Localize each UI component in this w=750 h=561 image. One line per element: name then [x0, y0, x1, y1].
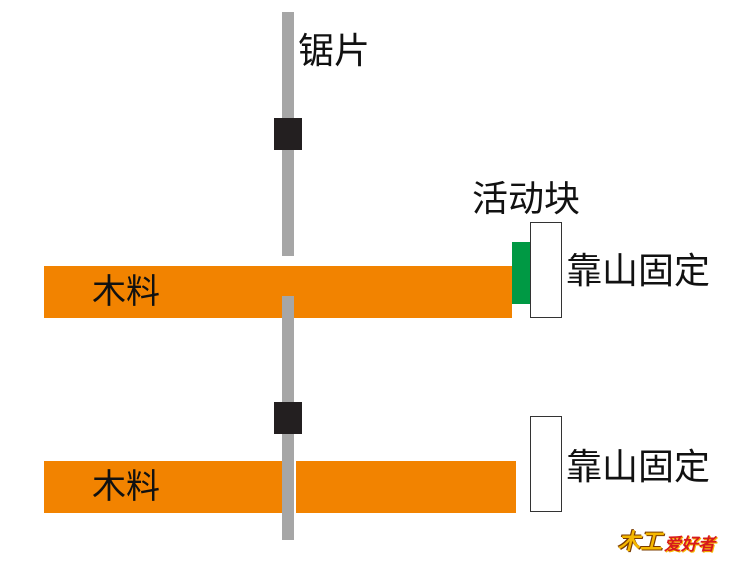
fence-label-top: 靠山固定 — [566, 251, 711, 292]
saw-arbor-bottom — [274, 402, 302, 434]
logo: 木工 爱好者 — [618, 522, 744, 556]
wood-board-bottom-right — [296, 461, 516, 513]
fence-stop-bottom — [530, 416, 562, 512]
wood-board-top — [44, 266, 512, 318]
logo-text: 爱好者 — [664, 535, 715, 555]
fence-stop-top — [530, 222, 562, 318]
sliding-block — [512, 242, 531, 304]
wood-label-top: 木料 — [92, 272, 160, 312]
saw-arbor-top — [274, 118, 302, 150]
sliding-block-label: 活动块 — [472, 179, 581, 220]
logo-mark: 木工 — [618, 530, 663, 555]
wood-board-bottom-left — [44, 461, 282, 513]
fence-label-bottom: 靠山固定 — [566, 447, 711, 488]
wood-label-bottom: 木料 — [92, 467, 160, 507]
saw-blade-label: 锯片 — [298, 31, 371, 72]
